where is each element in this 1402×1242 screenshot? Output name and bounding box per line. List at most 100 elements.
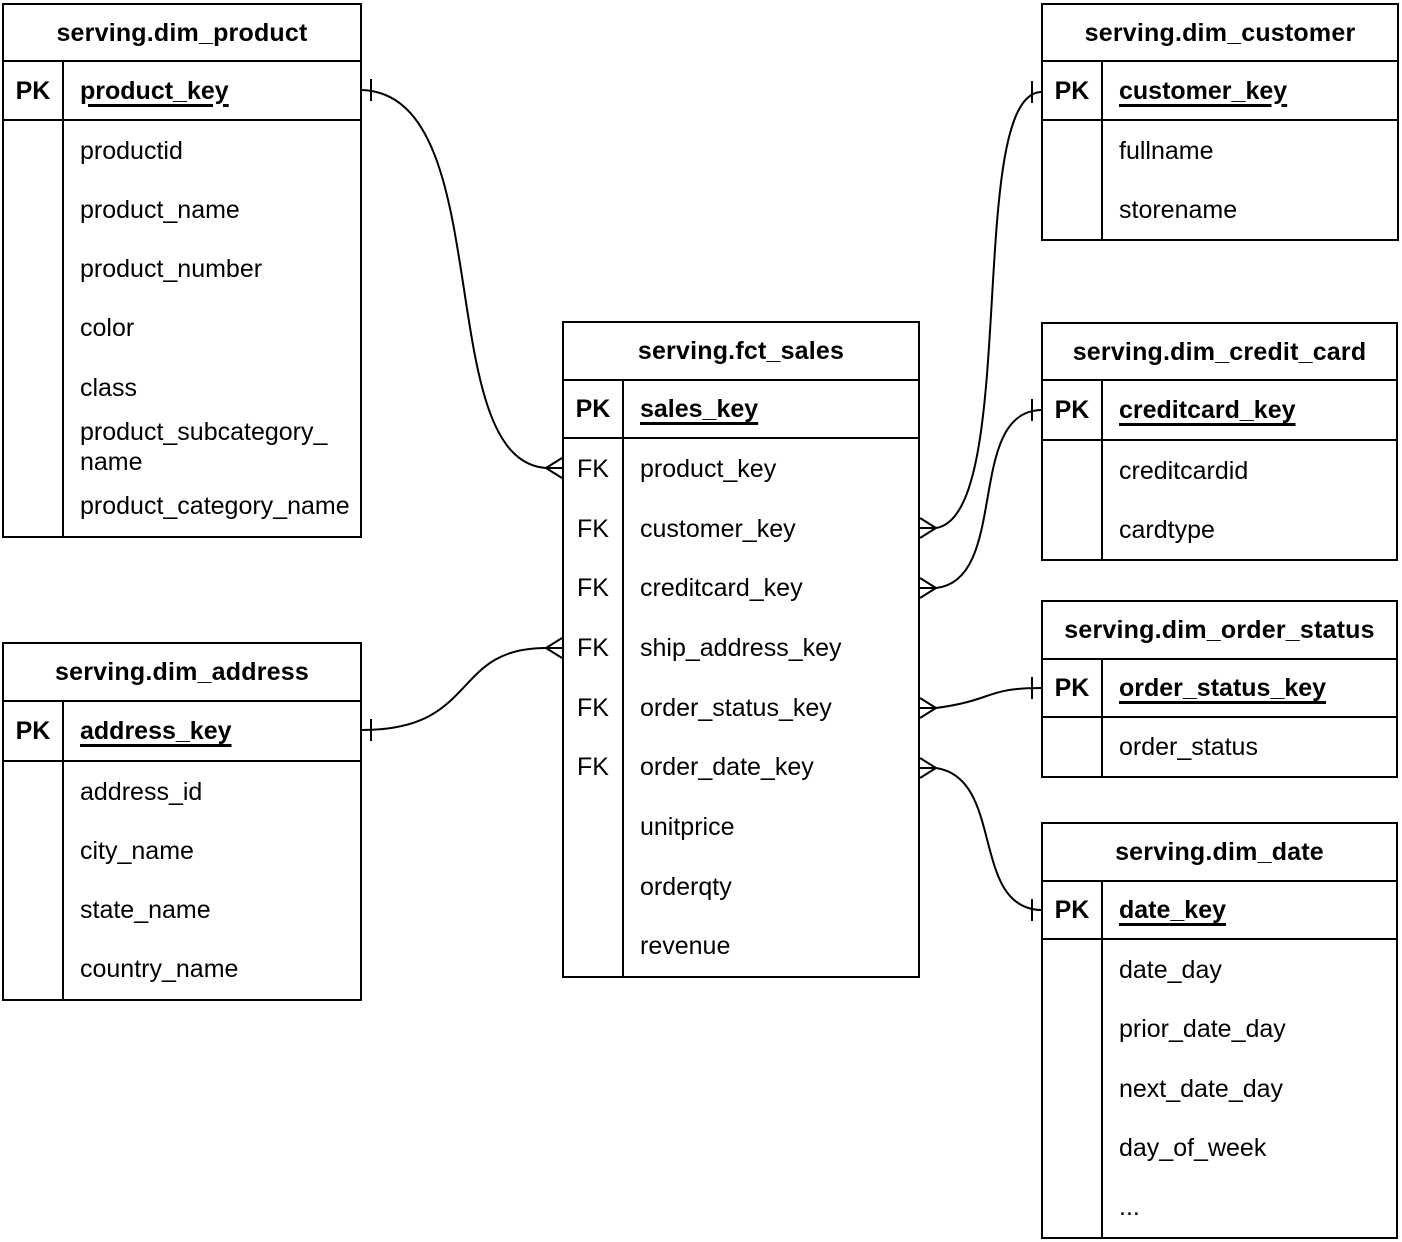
pk-field-name: product_key [80,76,229,105]
relationship-line[interactable] [935,409,1042,589]
key-label [1043,718,1103,776]
relationship-line[interactable] [361,89,547,469]
field-row: cardtype [1043,500,1396,559]
relationship-order_date_key-to-dim_date[interactable] [919,757,1042,921]
pk-row: PK order_status_key [1043,660,1396,718]
key-label [564,856,624,917]
key-label [1043,940,1103,1000]
entity-dim-customer[interactable]: serving.dim_customer PK customer_key ful… [1041,3,1399,241]
field-row: fullname [1043,121,1397,180]
field-name: unitprice [640,812,735,841]
field-row: prior_date_day [1043,999,1396,1059]
field-name: city_name [80,836,194,865]
key-label: FK [564,618,624,678]
table-title: serving.dim_address [4,644,360,702]
field-row: storename [1043,180,1397,239]
key-label [1043,999,1103,1059]
field-name: productid [80,136,183,165]
table-title: serving.dim_product [4,5,360,62]
field-row: ... [1043,1177,1396,1238]
field-name: state_name [80,896,211,925]
field-row: date_day [1043,940,1396,1000]
relationship-order_status_key-to-dim_order_status[interactable] [919,677,1042,719]
table-title: serving.dim_date [1043,824,1396,882]
entity-dim-order-status[interactable]: serving.dim_order_status PK order_status… [1041,600,1398,778]
field-row: product_category_name [4,476,360,536]
key-label: FK [564,439,624,499]
cardinality-many-crowfoot [545,467,563,479]
cardinality-many-crowfoot [545,647,563,659]
field-row: country_name [4,939,360,999]
pk-row: PK date_key [1043,882,1396,940]
key-label [1043,1118,1103,1178]
field-row: productid [4,121,360,181]
field-name: product_number [80,255,263,284]
field-name: country_name [80,955,239,984]
key-label: FK [564,677,624,738]
pk-label: PK [1043,381,1103,439]
relationship-line[interactable] [361,647,547,731]
cardinality-many-crowfoot [919,697,937,709]
relationship-line[interactable] [935,687,1042,709]
relationship-creditcard_key-to-dim_credit_card[interactable] [919,399,1042,599]
cardinality-many-crowfoot [919,577,937,589]
field-name: creditcard_key [640,574,803,603]
field-name: orderqty [640,872,732,901]
table-body: order_status [1043,718,1396,776]
key-label [4,880,64,940]
key-label [564,797,624,857]
relationship-address_key-to-fct_sales[interactable] [361,637,563,741]
entity-dim-address[interactable]: serving.dim_address PK address_key addre… [2,642,362,1001]
field-name: product_key [640,454,777,483]
pk-row: PK product_key [4,62,360,121]
field-name: creditcardid [1119,456,1249,485]
field-name: product_name [80,195,240,224]
key-label [4,180,64,240]
relationship-line[interactable] [935,91,1042,529]
pk-row: PK creditcard_key [1043,381,1396,441]
entity-dim-product[interactable]: serving.dim_product PK product_key produ… [2,3,362,538]
relationship-product_key-to-fct_sales[interactable] [361,79,563,479]
table-title: serving.fct_sales [564,323,918,381]
pk-field-name: creditcard_key [1119,396,1296,424]
cardinality-many-crowfoot [545,457,563,469]
entity-fct-sales[interactable]: serving.fct_sales PK sales_key FK product… [562,321,920,978]
key-label [1043,180,1103,239]
field-row: creditcardid [1043,441,1396,500]
field-row: orderqty [564,856,918,917]
pk-field-name: customer_key [1119,76,1288,105]
relationship-line[interactable] [935,767,1042,911]
key-label [4,417,64,477]
entity-dim-credit-card[interactable]: serving.dim_credit_card PK creditcard_ke… [1041,322,1398,561]
field-row: product_subcategory_ name [4,417,360,477]
cardinality-many-crowfoot [919,587,937,599]
pk-label: PK [4,62,64,119]
pk-row: PK customer_key [1043,62,1397,121]
field-row: FK product_key [564,439,918,499]
field-name: product_subcategory_ name [80,418,328,477]
field-row: class [4,358,360,418]
field-name: prior_date_day [1119,1015,1286,1044]
pk-row: PK sales_key [564,381,918,439]
pk-field-name: address_key [80,717,232,745]
field-row: color [4,298,360,359]
pk-field-name: sales_key [640,395,759,423]
relationship-customer_key-to-dim_customer[interactable] [919,81,1042,539]
cardinality-many-crowfoot [919,767,937,779]
pk-label: PK [564,381,624,437]
table-title: serving.dim_customer [1043,5,1397,62]
cardinality-many-crowfoot [919,517,937,529]
field-row: unitprice [564,797,918,857]
pk-row: PK address_key [4,702,360,762]
key-label [564,916,624,977]
cardinality-many-crowfoot [919,527,937,539]
field-name: color [80,314,135,343]
